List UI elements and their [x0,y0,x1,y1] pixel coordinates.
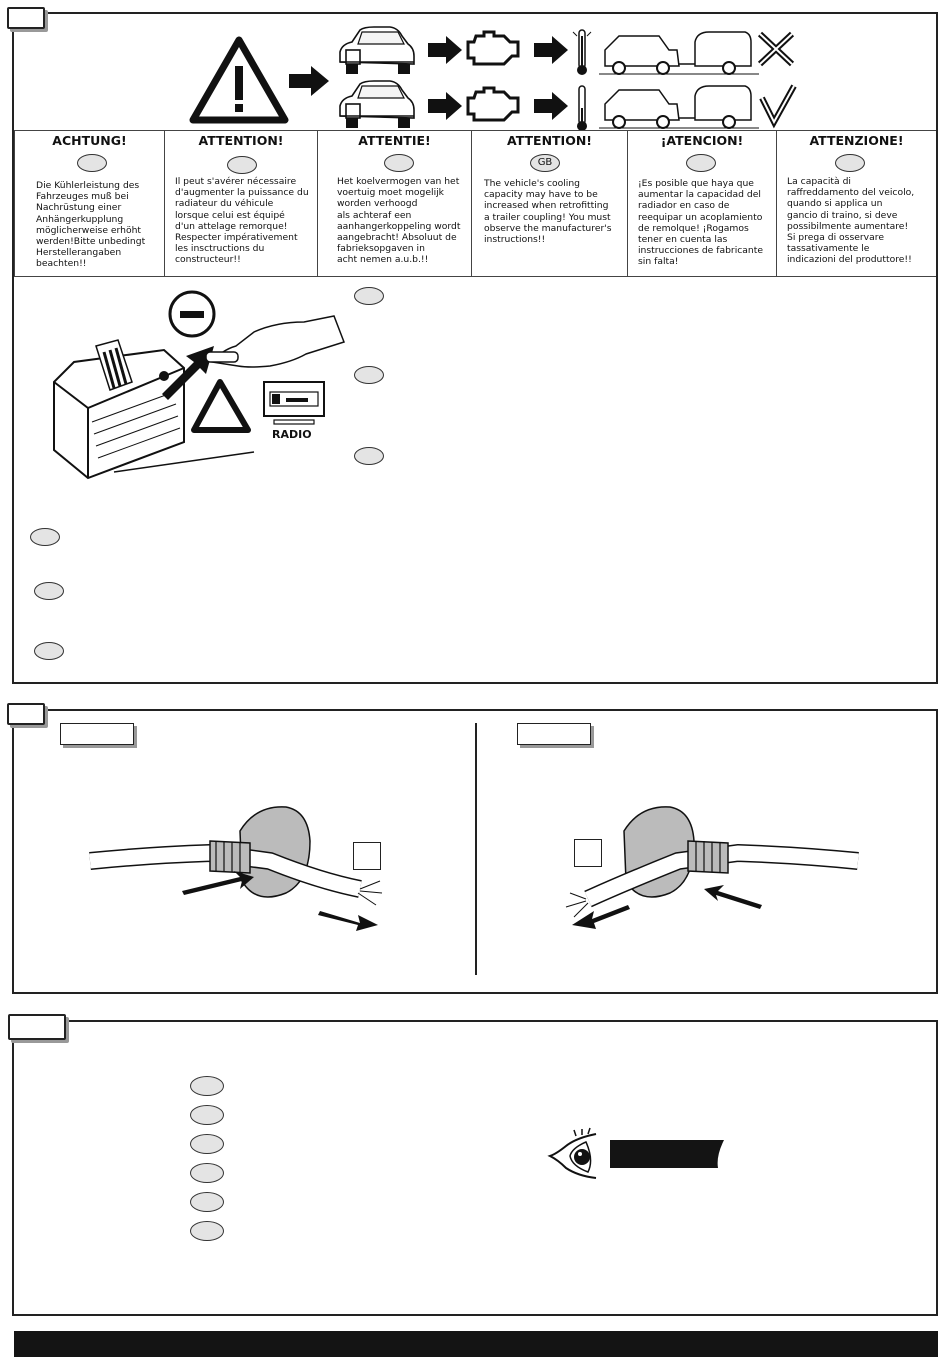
check-mark-icon [759,84,797,129]
bullet-oval [34,582,64,600]
language-column-nl: ATTENTIE! Het koelvermogen van het voert… [317,130,471,276]
language-badge [835,154,865,172]
car-with-caravan-icon [599,85,759,129]
column-text: Het koelvermogen van het voertuig moet m… [337,176,461,266]
column-text: The vehicle's cooling capacity may have … [484,178,612,246]
language-column-it: ATTENZIONE! La capacità di raffreddament… [776,130,936,276]
language-badge: GB [530,154,560,172]
bullet-oval [354,366,384,384]
language-badge [384,154,414,172]
divider [14,276,936,277]
engine-icon [466,86,520,122]
column-title: ATTENTION! [198,133,284,148]
bullet-oval [354,287,384,305]
step-number-tab-2 [7,703,45,725]
cable-grommet-illustration-left [89,806,383,931]
language-badge [77,154,107,172]
language-column-de: ACHTUNG! Die Kühlerleistung des Fahrzeug… [14,130,164,276]
step-number-tab-1 [7,7,45,29]
car-front-icon [339,26,415,74]
step-checkbox [574,839,602,867]
engine-icon [466,30,520,66]
section-1: ACHTUNG! Die Kühlerleistung des Fahrzeug… [12,12,938,684]
bullet-oval [354,447,384,465]
bullet-oval [190,1192,224,1212]
car-with-caravan-icon [599,31,759,75]
arrow-right-icon [534,92,568,120]
thermometer-icon [572,29,592,75]
column-text: ¡Es posible que haya que aumentar la cap… [638,178,764,268]
language-badge [686,154,716,172]
column-title: ATTENTIE! [358,133,431,148]
column-divider [475,723,477,975]
radio-label: RADIO [272,428,312,441]
language-column-fr: ATTENTION! Il peut s'avérer nécessaire d… [164,130,317,276]
left-label-box [60,723,134,745]
bullet-oval [30,528,60,546]
step-checkbox [353,842,381,870]
cable-grommet-illustration-right [565,806,859,929]
footer-bar [14,1331,938,1357]
car-front-icon [339,80,415,128]
column-text: Il peut s'avérer nécessaire d'augmenter … [175,176,309,266]
step-number-tab-3 [8,1014,66,1040]
arrow-right-icon [428,36,462,64]
warning-triangle-icon [189,36,289,124]
note-banner [610,1140,724,1168]
section-2 [12,709,938,994]
bullet-oval [190,1105,224,1125]
bullet-oval [190,1221,224,1241]
eye-icon [547,1127,597,1179]
bullet-oval [34,642,64,660]
section-3 [12,1020,938,1316]
language-column-gb: ATTENTION! GB The vehicle's cooling capa… [471,130,627,276]
arrow-right-icon [428,92,462,120]
bullet-oval [190,1076,224,1096]
column-text: La capacità di raffreddamento del veicol… [787,176,915,266]
arrow-right-icon [289,66,329,96]
column-text: Die Kühlerleistung des Fahrzeuges muß be… [36,180,146,270]
column-title: ATTENTION! [506,133,592,148]
bullet-oval [190,1163,224,1183]
bullet-oval [190,1134,224,1154]
radio-icon [263,381,325,425]
divider [14,130,936,131]
language-column-es: ¡ATENCION! ¡Es posible que haya que aume… [627,130,776,276]
cross-mark-icon [757,31,795,67]
column-title: ¡ATENCION! [660,133,744,148]
battery-disconnect-illustration [53,290,345,480]
language-badge [227,156,257,174]
right-label-box [517,723,591,745]
column-title: ACHTUNG! [52,133,127,148]
arrow-right-icon [534,36,568,64]
column-title: ATTENZIONE! [809,133,904,148]
thermometer-icon [577,85,587,131]
